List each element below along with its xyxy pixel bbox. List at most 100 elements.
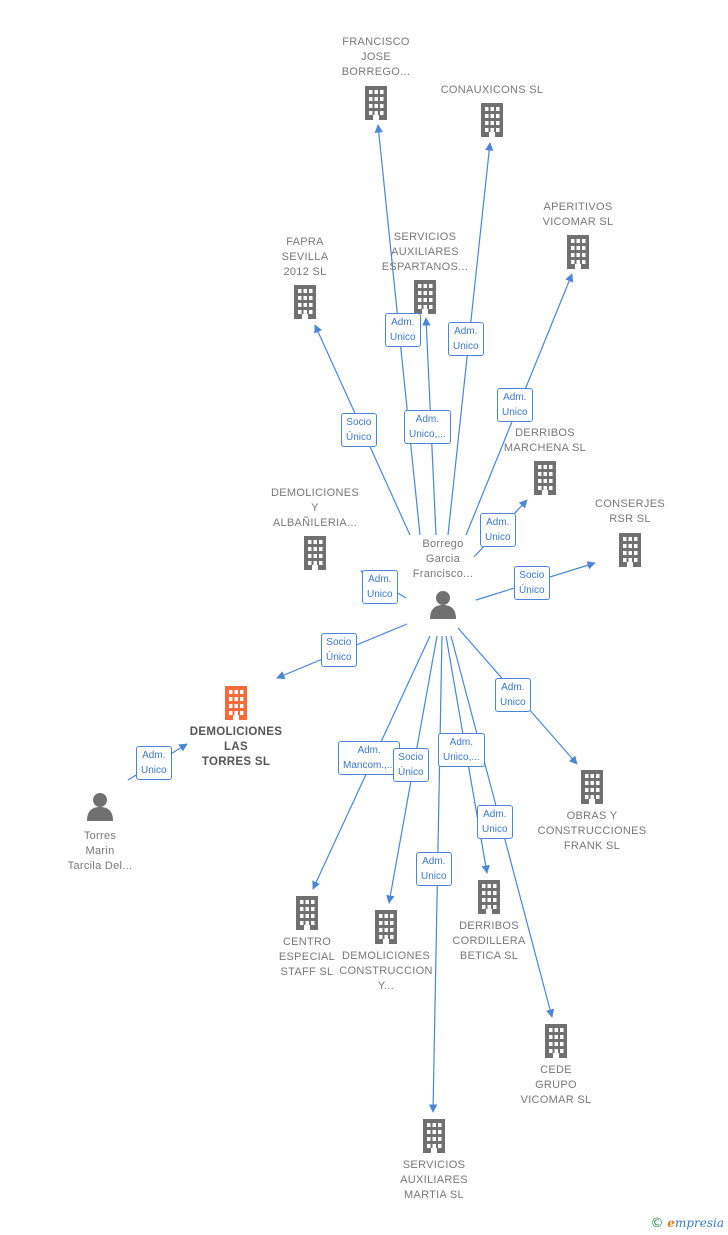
edge-label-text: Socio	[346, 417, 372, 428]
building-icon[interactable]	[563, 235, 593, 274]
building-icon[interactable]	[477, 103, 507, 142]
node-label-line: CENTRO	[282, 936, 332, 948]
node-label-line: BORREGO...	[341, 66, 411, 78]
person-icon[interactable]	[428, 589, 458, 624]
edge-label-text: Adm.	[415, 414, 440, 425]
building-icon[interactable]	[615, 533, 645, 572]
building-icon[interactable]	[410, 280, 440, 319]
node-label-line: SERVICIOS	[393, 231, 457, 243]
node-label-line: ESPARTANOS...	[381, 261, 469, 273]
node-label-line: GRUPO	[535, 1079, 577, 1091]
building-icon[interactable]	[530, 461, 560, 500]
edge-label-obras[interactable]: Adm.Unico	[495, 678, 531, 712]
edge-label-cede[interactable]: Adm. Unico	[477, 805, 513, 839]
node-label-line: Borrego	[422, 538, 464, 550]
node-label-line: SEVILLA	[281, 251, 329, 263]
edge-label-servmartia[interactable]: Adm.Unico	[416, 852, 452, 886]
edge-label-derrmar[interactable]: Adm.Unico	[480, 513, 516, 547]
edge-label-conauxicons[interactable]: Adm.Unico	[448, 322, 484, 356]
node-servesp[interactable]: SERVICIOS AUXILIARES ESPARTANOS...	[370, 230, 480, 275]
edge-label-text: Adm.	[422, 856, 446, 867]
building-icon[interactable]	[300, 536, 330, 575]
building-icon[interactable]	[541, 1024, 571, 1063]
edge-label-text: Mancom.,...	[343, 760, 396, 771]
node-label-line: BETICA SL	[459, 950, 519, 962]
building-icon[interactable]	[371, 910, 401, 949]
edge-label-text: Adm.	[449, 737, 474, 748]
node-label-line: Y	[311, 502, 319, 514]
edge-label-text: Unico	[482, 824, 508, 835]
building-icon[interactable]	[361, 86, 391, 125]
node-label-line: Marin	[85, 845, 115, 857]
node-label-line: Torres	[83, 830, 117, 842]
node-label-line: VICOMAR SL	[542, 216, 614, 228]
node-conauxicons[interactable]: CONAUXICONS SL	[437, 83, 547, 98]
edge-label-centro[interactable]: Adm. Mancom.,...	[338, 741, 401, 775]
node-label-line: Tarcila Del...	[67, 860, 133, 872]
building-icon[interactable]	[474, 880, 504, 919]
building-icon[interactable]	[221, 686, 251, 725]
edge-label-aperitivos[interactable]: Adm.Unico	[497, 388, 533, 422]
edge-label-text: Unico	[453, 341, 479, 352]
edge-label-derrcord[interactable]: Adm. Unico,...	[438, 733, 485, 767]
node-label[interactable]: SERVICIOS AUXILIARES ESPARTANOS...	[370, 230, 480, 275]
building-icon[interactable]	[577, 770, 607, 809]
building-icon[interactable]	[292, 896, 322, 935]
edge-label-demalb[interactable]: Adm.Unico	[362, 570, 398, 604]
node-label-line: SERVICIOS	[402, 1159, 466, 1171]
edge-label-text: Adm.	[357, 745, 381, 756]
edge-label-demtorres[interactable]: Adm.Unico	[136, 746, 172, 780]
edge-label-text: Único	[519, 585, 545, 596]
node-label-line: CONSTRUCCION	[339, 965, 433, 977]
empresia-brand[interactable]: © empresia	[650, 1216, 724, 1231]
person-icon[interactable]	[85, 791, 115, 826]
node-label[interactable]: CONAUXICONS SL	[437, 83, 547, 98]
copyright-icon: ©	[650, 1216, 664, 1231]
edge-label-francisco[interactable]: Adm.Unico	[385, 313, 421, 347]
edge-label-text: Unico,...	[443, 752, 480, 763]
edge-label-text: Adm.	[483, 809, 507, 820]
edge-label-servesp[interactable]: Adm.Unico,...	[404, 410, 451, 444]
building-icon[interactable]	[290, 285, 320, 324]
node-label-line: AUXILIARES	[391, 246, 459, 258]
node-label-line: Y...	[377, 980, 395, 992]
node-label-line: DEMOLICIONES	[189, 726, 283, 738]
edge-label-text: Único	[326, 652, 352, 663]
building-icon[interactable]	[419, 1119, 449, 1158]
